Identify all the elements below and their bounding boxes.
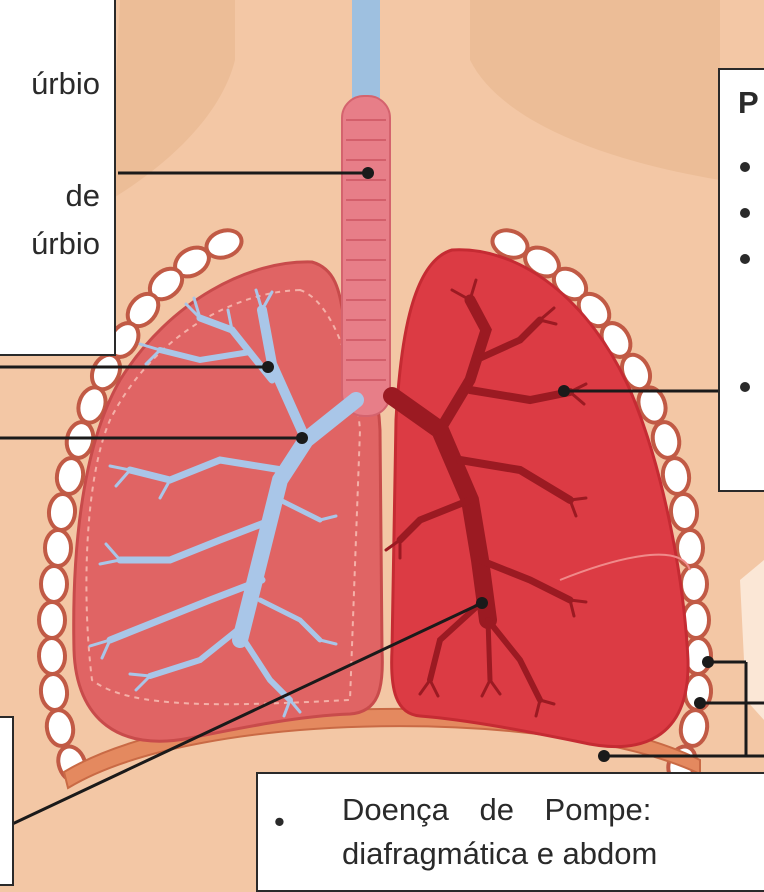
callout-heading: P — [738, 86, 759, 120]
callout-text-pompe: Doença de Pompe: — [342, 790, 651, 830]
bullet-dot-3 — [740, 254, 750, 264]
callout-box-top-right: P — [718, 68, 764, 492]
callout-text-line2: de — [66, 178, 100, 214]
callout-text-diaphragm: diafragmática e abdom — [342, 834, 657, 874]
bullet-dot-2 — [740, 208, 750, 218]
trachea-upper — [352, 0, 380, 106]
bullet-marker: • — [274, 802, 285, 842]
bullet-dot-4 — [740, 382, 750, 392]
callout-text-line1: úrbio — [31, 66, 100, 102]
callout-box-bottom: • Doença de Pompe: diafragmática e abdom — [256, 772, 764, 892]
callout-box-top-left: úrbio de úrbio — [0, 0, 116, 356]
callout-text-line3: úrbio — [31, 226, 100, 262]
trachea — [342, 96, 390, 416]
callout-box-bottom-left — [0, 716, 14, 886]
bullet-dot-1 — [740, 162, 750, 172]
